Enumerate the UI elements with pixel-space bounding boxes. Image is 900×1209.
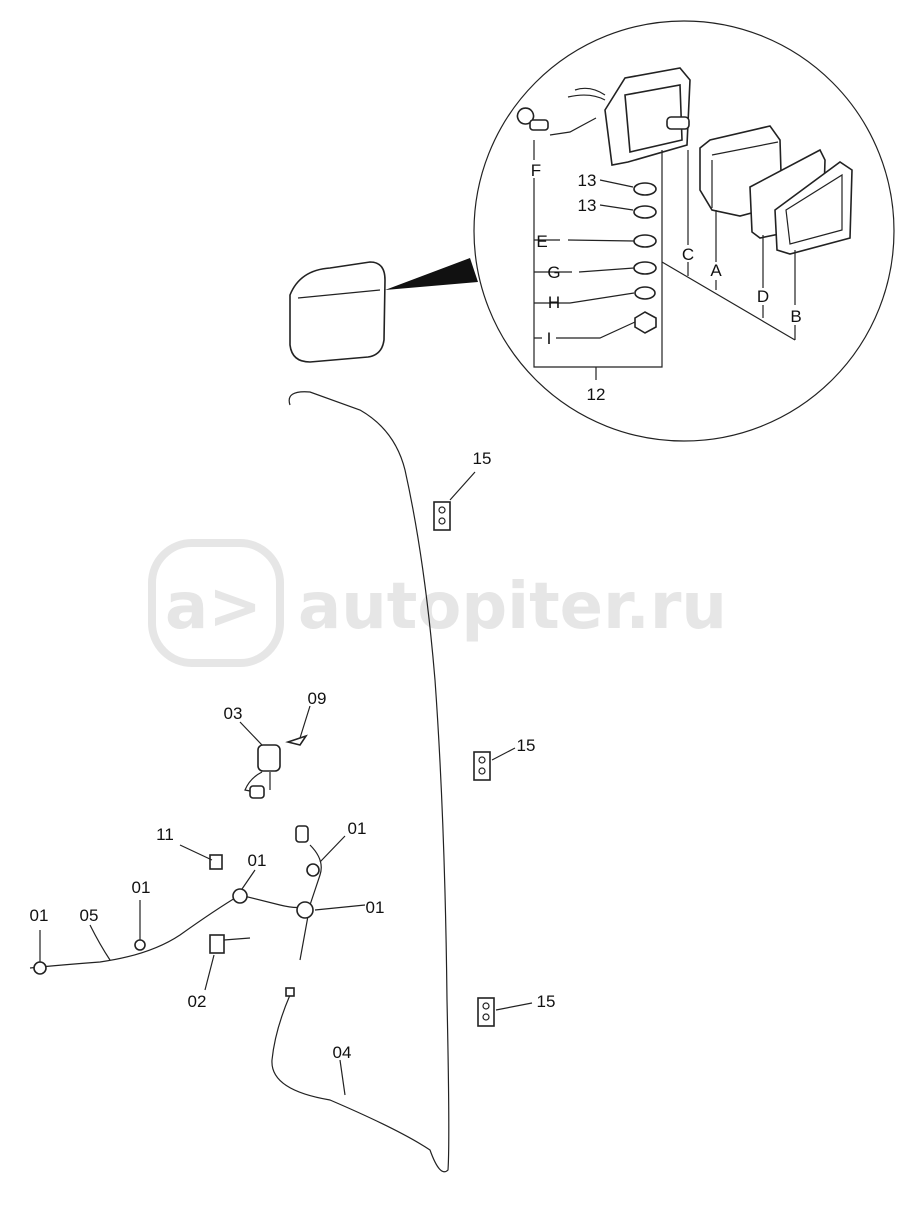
detail-leaders — [533, 140, 796, 380]
label-E: E — [536, 232, 547, 251]
label-F: F — [531, 161, 541, 180]
detail-circle — [473, 20, 895, 442]
lamp-cover — [774, 161, 853, 255]
label-15: 15 — [473, 449, 492, 468]
lamp-housing — [516, 67, 691, 166]
label-13: 13 — [578, 171, 597, 190]
label-01: 01 — [132, 878, 151, 897]
label-01: 01 — [348, 819, 367, 838]
bracket-15 — [477, 997, 495, 1027]
label-12: 12 — [587, 385, 606, 404]
svg-text:autopiter.ru: autopiter.ru — [298, 570, 727, 644]
svg-text:a>: a> — [165, 570, 262, 644]
watermark: a> autopiter.ru — [148, 539, 727, 667]
socket-03 — [239, 705, 311, 799]
label-03: 03 — [224, 704, 243, 723]
bracket-15 — [473, 751, 491, 781]
label-11: 11 — [156, 825, 174, 844]
harness-05 — [29, 844, 322, 969]
harness-04 — [271, 391, 450, 1173]
label-01: 01 — [30, 906, 49, 925]
label-H: H — [548, 293, 560, 312]
label-15: 15 — [517, 736, 536, 755]
label-13: 13 — [578, 196, 597, 215]
bracket-15 — [433, 501, 451, 531]
label-C: C — [682, 245, 694, 264]
label-G: G — [547, 263, 560, 282]
label-01: 01 — [248, 851, 267, 870]
label-A: A — [710, 261, 722, 280]
washers — [633, 182, 657, 334]
label-B: B — [790, 307, 801, 326]
label-04: 04 — [333, 1043, 352, 1062]
label-09: 09 — [308, 689, 327, 708]
label-05: 05 — [80, 906, 99, 925]
leader-lines — [39, 835, 366, 1096]
label-I: I — [547, 329, 552, 348]
work-lamp-assembly — [289, 261, 386, 363]
label-01: 01 — [366, 898, 385, 917]
label-15: 15 — [537, 992, 556, 1011]
label-02: 02 — [188, 992, 207, 1011]
label-D: D — [757, 287, 769, 306]
detail-pointer — [385, 258, 478, 290]
